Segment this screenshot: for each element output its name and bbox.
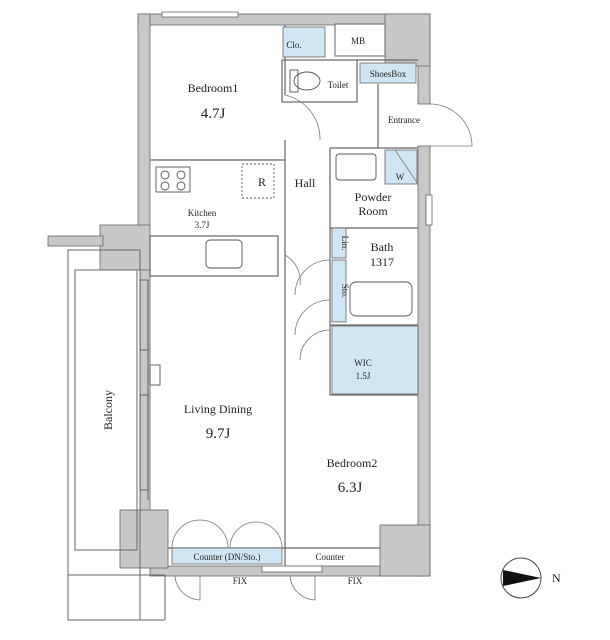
walk-in-closet [331,325,419,395]
closet-label: Clo. [286,40,301,50]
bedroom1-label: Bedroom1 [188,81,239,95]
bedroom1-area: 4.7J [201,106,226,122]
entrance-label: Entrance [388,115,420,125]
toilet-label: Toilet [328,80,349,90]
washer-area [384,149,418,185]
bath-size: 1317 [370,255,394,269]
wic-label: WIC [354,358,372,368]
fix-left-label: FIX [233,576,248,586]
bedroom2-label: Bedroom2 [327,456,378,470]
mb-label: MB [351,36,365,46]
powder-room-label-1: Powder [355,190,392,204]
washbasin [335,153,377,181]
walls [47,13,431,577]
counter-dn-label: Counter (DN/Sto.) [194,552,261,562]
north-arrow-icon [503,570,541,586]
balcony-label: Balcony [101,390,115,430]
bathtub [349,281,413,317]
bath-label: Bath [371,240,394,254]
interior-walls [149,25,418,566]
refrigerator-box [241,163,275,199]
shoes-box-label: ShoesBox [370,69,407,79]
counter-dn-sto [171,547,283,565]
compass-north-label: N [552,571,561,585]
fixtures [139,69,413,500]
compass: N [500,557,561,599]
shoes-box [359,62,417,84]
windows [161,11,433,573]
storage-areas [171,26,419,565]
living-dining-label: Living Dining [184,402,252,416]
refrigerator-label: R [258,175,266,189]
kitchen-area: 3.7J [195,220,210,230]
storage-cupboard [331,259,347,323]
storage-label: Sto. [340,284,350,298]
mb-box [334,23,386,57]
toilet-bowl [293,71,321,91]
linen-cupboard [331,227,347,259]
wic-area: 1.5J [356,371,371,381]
hall-label: Hall [295,176,316,190]
labels: Bedroom1 4.7J Kitchen 3.7J Living Dining… [101,36,420,586]
kitchen-label: Kitchen [188,208,217,218]
bedroom2-area: 6.3J [338,480,363,496]
fix-right-label: FIX [348,576,363,586]
living-dining-area: 9.7J [206,426,231,442]
counter-label: Counter [316,552,345,562]
washer-label: W [396,172,405,182]
closet [282,26,326,58]
door-swings [171,94,473,601]
kitchen-sink [205,239,243,269]
stove [155,166,191,193]
powder-room-label-2: Room [358,204,388,218]
linen-label: Lin. [340,236,350,251]
